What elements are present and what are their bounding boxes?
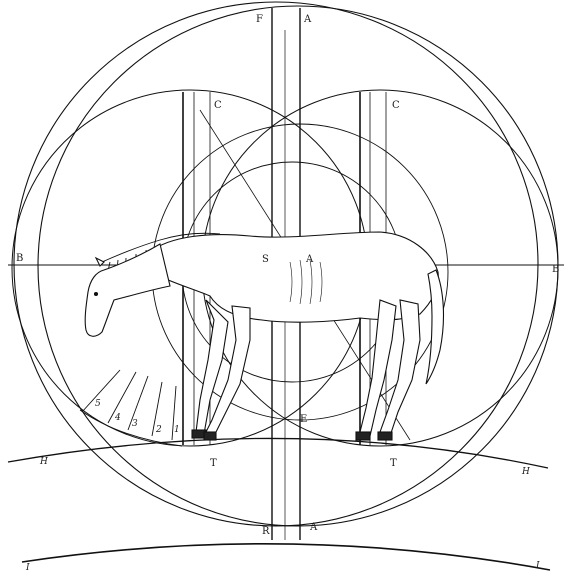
label-top-f: F xyxy=(256,14,263,25)
ground-arc-i xyxy=(22,544,550,570)
angle-mark-5: 5 xyxy=(95,399,101,409)
label-s: S xyxy=(262,254,269,265)
horse-hoof-4 xyxy=(378,432,392,440)
angle-mark-3: 3 xyxy=(132,419,138,429)
label-r-bottom: R xyxy=(262,526,270,537)
angle-mark-4: 4 xyxy=(114,413,121,423)
label-c-left: C xyxy=(214,100,222,111)
label-c-right: C xyxy=(392,100,400,111)
horse-hoof-2 xyxy=(204,432,216,440)
label-h-left: H xyxy=(39,457,48,467)
label-i-left: I xyxy=(25,563,30,573)
label-t-right: T xyxy=(390,458,397,469)
label-e: E xyxy=(300,414,307,425)
label-b-left: B xyxy=(16,253,23,264)
horse-neck xyxy=(85,244,170,336)
horse-eye xyxy=(95,293,98,296)
label-a-mid: A xyxy=(305,254,314,265)
horse-hoof-3 xyxy=(356,432,370,440)
fan-line-3 xyxy=(128,376,148,430)
angle-mark-2: 2 xyxy=(155,425,162,435)
label-h-right: H xyxy=(521,467,530,477)
label-a-bottom: A xyxy=(309,522,318,533)
fan-line-4 xyxy=(108,372,136,423)
label-b-right: B xyxy=(552,264,559,275)
fan-line-5 xyxy=(82,370,120,412)
label-i-right: I xyxy=(535,561,540,571)
label-t-left: T xyxy=(210,458,217,469)
angle-mark-1: 1 xyxy=(174,425,180,435)
label-top-a: A xyxy=(303,14,312,25)
